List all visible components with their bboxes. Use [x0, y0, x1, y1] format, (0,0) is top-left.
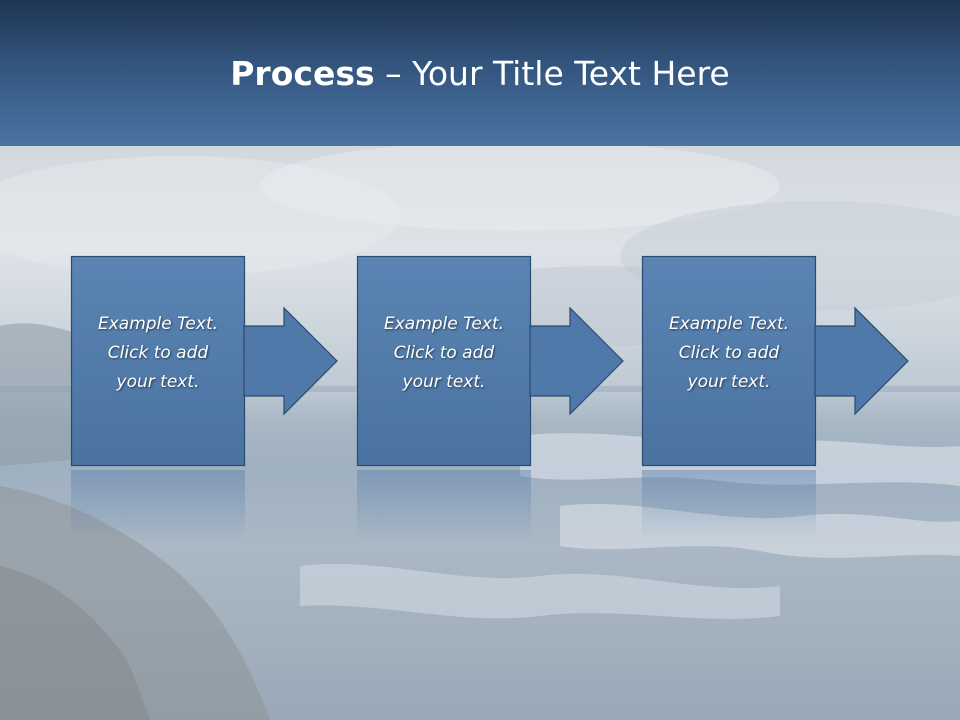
step-box — [356, 255, 532, 467]
right-arrow-icon — [529, 306, 624, 416]
header-band — [0, 0, 960, 146]
step-box — [70, 255, 246, 467]
step-text-line: Click to add — [393, 343, 495, 363]
step-shape — [70, 255, 338, 467]
step-text: Example Text. Click to add your text. — [357, 310, 531, 397]
process-step-3[interactable]: Example Text. Click to add your text. — [641, 255, 914, 468]
step-text-line: your text. — [687, 372, 771, 392]
slide-title[interactable]: Process – Your Title Text Here — [0, 52, 960, 96]
step-text: Example Text. Click to add your text. — [642, 310, 816, 397]
step-text-line: Example Text. — [97, 314, 219, 334]
process-step-2[interactable]: Example Text. Click to add your text. — [356, 255, 629, 468]
step-text-line: Click to add — [107, 343, 209, 363]
step-shape — [356, 255, 624, 467]
step-text-line: Example Text. — [383, 314, 505, 334]
step-text-line: your text. — [116, 372, 200, 392]
step-text: Example Text. Click to add your text. — [71, 310, 245, 397]
step-reflection — [642, 470, 816, 540]
step-reflection — [357, 470, 531, 540]
step-text-line: Example Text. — [668, 314, 790, 334]
process-step-1[interactable]: Example Text. Click to add your text. — [70, 255, 343, 468]
right-arrow-icon — [243, 306, 338, 416]
step-text-line: your text. — [402, 372, 486, 392]
title-bold-text: Process — [230, 54, 375, 93]
title-rest-text: – Your Title Text Here — [374, 54, 730, 93]
step-reflection — [71, 470, 245, 540]
step-shape — [641, 255, 909, 467]
right-arrow-icon — [814, 306, 909, 416]
step-text-line: Click to add — [678, 343, 780, 363]
